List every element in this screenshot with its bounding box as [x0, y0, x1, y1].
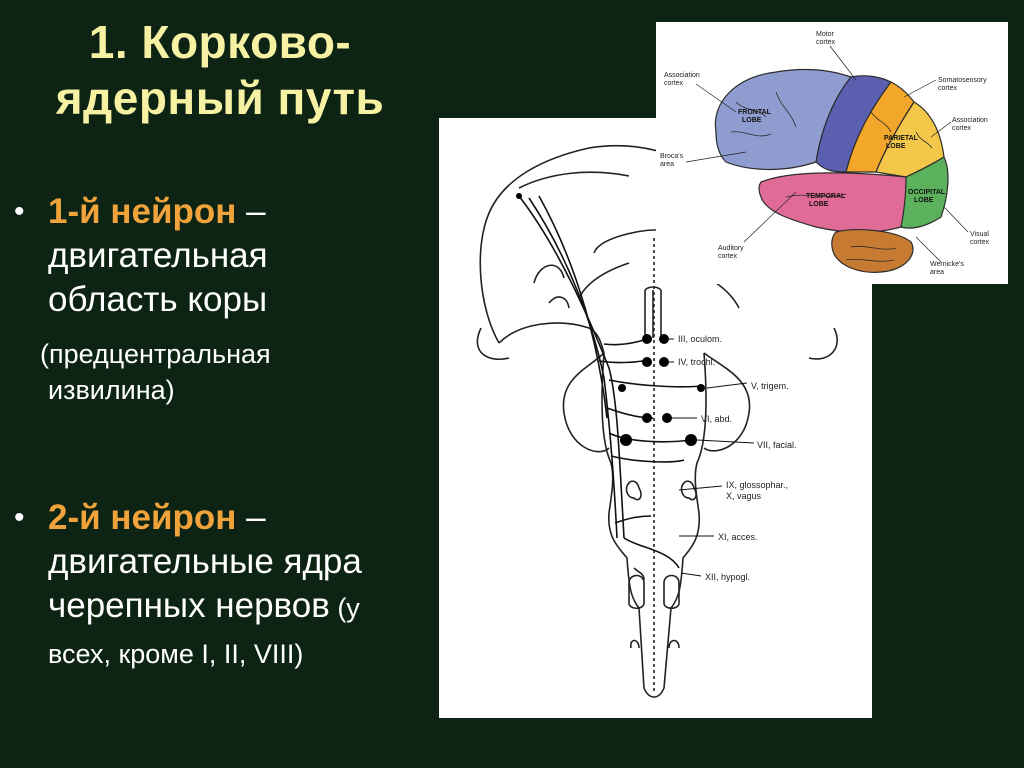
brain-label-occipital-2: LOBE — [914, 197, 934, 204]
brain-label-auditory: Auditory — [718, 245, 744, 252]
brainstem-svg: III, oculom. IV, trochl. V, trigem. VI, … — [476, 144, 838, 698]
second-neuron-label: 2-й нейрон — [48, 498, 237, 537]
bullet-first-neuron: • 1-й нейрон – двигательная область коры — [12, 190, 432, 322]
second-neuron-text-1: двигательные ядра — [48, 542, 362, 581]
brain-label-frontal: FRONTAL — [738, 109, 772, 116]
brain-label-frontal-2: LOBE — [742, 117, 762, 124]
label-v: V, trigem. — [751, 381, 789, 391]
brain-label-auditory-2: cortex — [718, 253, 738, 260]
bullet-list: • 1-й нейрон – двигательная область коры… — [12, 190, 432, 676]
brain-label-somato-2: cortex — [938, 85, 958, 92]
brain-label-motor: Motor — [816, 31, 835, 38]
label-iii: III, oculom. — [678, 334, 722, 344]
label-vii: VII, facial. — [757, 440, 797, 450]
brain-label-assoc: Association — [664, 72, 700, 79]
bullet-dot-icon: • — [14, 195, 25, 228]
brain-label-wernicke-2: area — [930, 269, 944, 276]
note-line-2: извилина) — [48, 375, 175, 405]
brain-label-parietal: PARIETAL — [884, 135, 919, 142]
note-line-1: (предцентральная — [40, 339, 271, 369]
brain-lobes-figure: Motor cortex Association cortex Somatose… — [656, 22, 1008, 284]
brain-label-parietal-2: LOBE — [886, 143, 906, 150]
brain-label-assoc-right: Association — [952, 117, 988, 124]
title-line-2: ядерный путь — [55, 72, 385, 124]
brain-label-broca: Broca's — [660, 153, 684, 160]
brain-label-broca-2: area — [660, 161, 674, 168]
first-neuron-dash: – — [236, 192, 266, 231]
slide-title: 1. Корково- ядерный путь — [0, 14, 440, 126]
label-x: X, vagus — [726, 491, 762, 501]
brain-svg: Motor cortex Association cortex Somatose… — [660, 31, 990, 276]
brain-label-motor-2: cortex — [816, 39, 836, 46]
bullet-dot-icon: • — [14, 501, 25, 534]
bullet-second-neuron: • 2-й нейрон – двигательные ядра черепны… — [12, 496, 432, 676]
brain-label-occipital: OCCIPITAL — [908, 189, 946, 196]
brain-label-visual: Visual — [970, 231, 989, 238]
brain-label-wernicke: Wernicke's — [930, 261, 964, 268]
first-neuron-text-2: область коры — [48, 280, 268, 319]
first-neuron-note: (предцентральная извилина) — [12, 336, 432, 408]
brain-label-somato: Somatosensory — [938, 77, 987, 84]
brain-label-visual-2: cortex — [970, 239, 990, 246]
label-xii: XII, hypogl. — [705, 572, 750, 582]
label-ix: IX, glossophar., — [726, 480, 788, 490]
second-neuron-text-2-small: (у — [329, 593, 360, 623]
first-neuron-label: 1-й нейрон — [48, 192, 237, 231]
title-line-1: 1. Корково- — [88, 16, 352, 68]
label-xi: XI, acces. — [718, 532, 758, 542]
brain-label-temporal-2: LOBE — [809, 201, 829, 208]
second-neuron-text-3: всех, кроме I, II, VIII) — [48, 639, 304, 669]
label-iv: IV, trochl. — [678, 357, 715, 367]
brain-label-assoc-2: cortex — [664, 80, 684, 87]
brain-label-assoc-right-2: cortex — [952, 125, 972, 132]
brain-label-temporal: TEMPORAL — [806, 193, 846, 200]
second-neuron-text-2: черепных нервов — [48, 586, 330, 625]
label-vi: VI, abd. — [701, 414, 732, 424]
second-neuron-dash: – — [236, 498, 266, 537]
first-neuron-text-1: двигательная — [48, 236, 268, 275]
